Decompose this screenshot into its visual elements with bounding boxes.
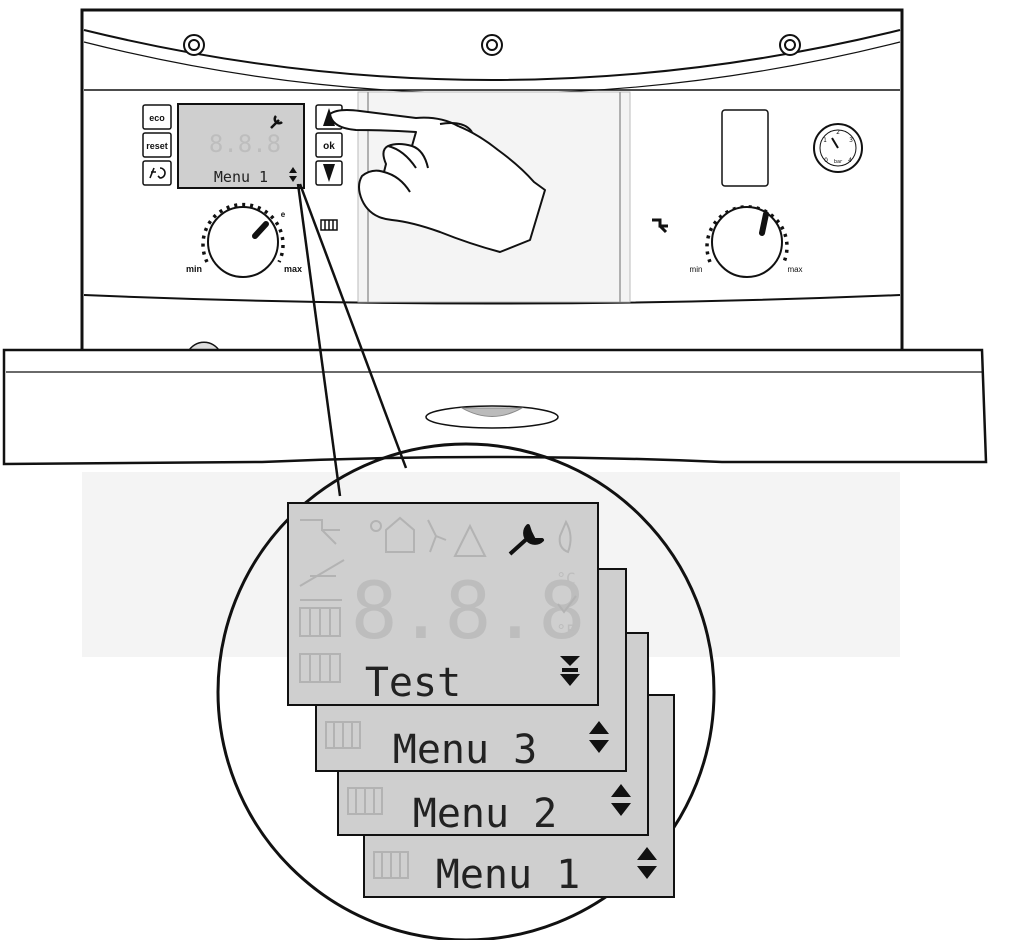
chimney-sweep-icon (149, 167, 166, 179)
display-window (721, 109, 769, 187)
pressure-gauge: 0 1 2 3 4 bar (813, 123, 863, 173)
gauge-tick-0: 0 (824, 157, 828, 164)
gauge-tick-2: 2 (836, 129, 840, 136)
warning-ghost-icon (453, 523, 487, 557)
gauge-tick-3: 3 (849, 137, 853, 144)
hot-water-min-label: min (690, 265, 703, 274)
eco-label: eco (149, 113, 165, 123)
wrench-icon-small (270, 115, 283, 129)
screen-label: Menu 1 (436, 852, 581, 898)
screw-left (183, 34, 205, 56)
radiator-ghost-icon (325, 721, 361, 749)
screen-label: Test (365, 660, 461, 706)
hot-water-knob-pointer (759, 211, 769, 236)
tap-ghost-icon (300, 519, 340, 545)
down-arrow-icon (560, 656, 580, 686)
down-arrow-icon (323, 164, 335, 182)
updown-arrow-icon (637, 847, 657, 879)
hand-illustration (329, 109, 546, 253)
wrench-icon (508, 524, 544, 556)
ok-label: ok (323, 141, 335, 152)
radiator-ghost-icon (347, 787, 383, 815)
top-cover-curve (83, 29, 901, 81)
tap-ghost-icon-2 (299, 559, 345, 601)
ghost-digits: 8.8.8 (351, 567, 586, 657)
button-down[interactable] (315, 160, 343, 186)
lcd-small-digits: 8.8.8 (209, 130, 281, 158)
gauge-needle (831, 137, 839, 149)
heating-knob-dial (207, 206, 279, 278)
callout-pointer (296, 183, 408, 497)
radiator-icon (320, 219, 338, 231)
hot-water-max-label: max (787, 265, 802, 274)
heating-e-label: e (281, 210, 286, 219)
lcd-small-menu-text: Menu 1 (214, 168, 268, 186)
lcd-small: 8.8.8 Menu 1 (177, 103, 305, 189)
radiator-ghost-icon (299, 607, 341, 637)
gauge-tick-1: 1 (823, 137, 827, 144)
house-ghost-icon (385, 516, 415, 553)
sun-ghost-icon (370, 520, 382, 532)
updown-arrow-icon-small (289, 167, 297, 182)
hot-water-knob-dial (711, 206, 783, 278)
reset-label: reset (146, 141, 168, 151)
gauge-unit: bar (834, 159, 843, 165)
screen-label: Menu 2 (413, 791, 558, 837)
heating-knob-scale (201, 202, 285, 263)
screw-center (481, 34, 503, 56)
button-reset[interactable]: reset (142, 132, 172, 158)
button-eco[interactable]: eco (142, 104, 172, 130)
up-arrow-icon (323, 108, 335, 126)
panel-bottom-curve (83, 294, 901, 305)
updown-arrow-icon (611, 784, 631, 816)
flame-ghost-icon (558, 519, 572, 554)
unit-celsius: °C (556, 569, 575, 588)
person-ghost-icon (427, 519, 447, 553)
check-ghost-icon (557, 595, 577, 614)
front-flap (2, 348, 988, 466)
heating-min-label: min (186, 264, 202, 274)
heating-knob-pointer (252, 221, 269, 239)
radiator-ghost-icon-2 (299, 653, 341, 683)
tap-icon (652, 218, 668, 234)
hot-water-knob[interactable]: min max (690, 205, 803, 278)
gauge-tick-4: 4 (848, 157, 852, 164)
heating-max-label: max (284, 264, 302, 274)
screw-right (779, 34, 801, 56)
flap-handle-grip (460, 407, 524, 417)
screen-label: Menu 3 (393, 727, 538, 773)
button-chimney-sweep[interactable] (142, 160, 172, 186)
radiator-ghost-icon (373, 851, 409, 879)
unit-fahrenheit: °F (556, 621, 575, 640)
button-ok[interactable]: ok (315, 132, 343, 158)
updown-arrow-icon (589, 721, 609, 753)
heating-knob[interactable]: min max e (186, 202, 302, 278)
zoom-circle (216, 442, 716, 940)
zoom-screen-test: 8.8.8 °C °F Test (287, 502, 599, 706)
